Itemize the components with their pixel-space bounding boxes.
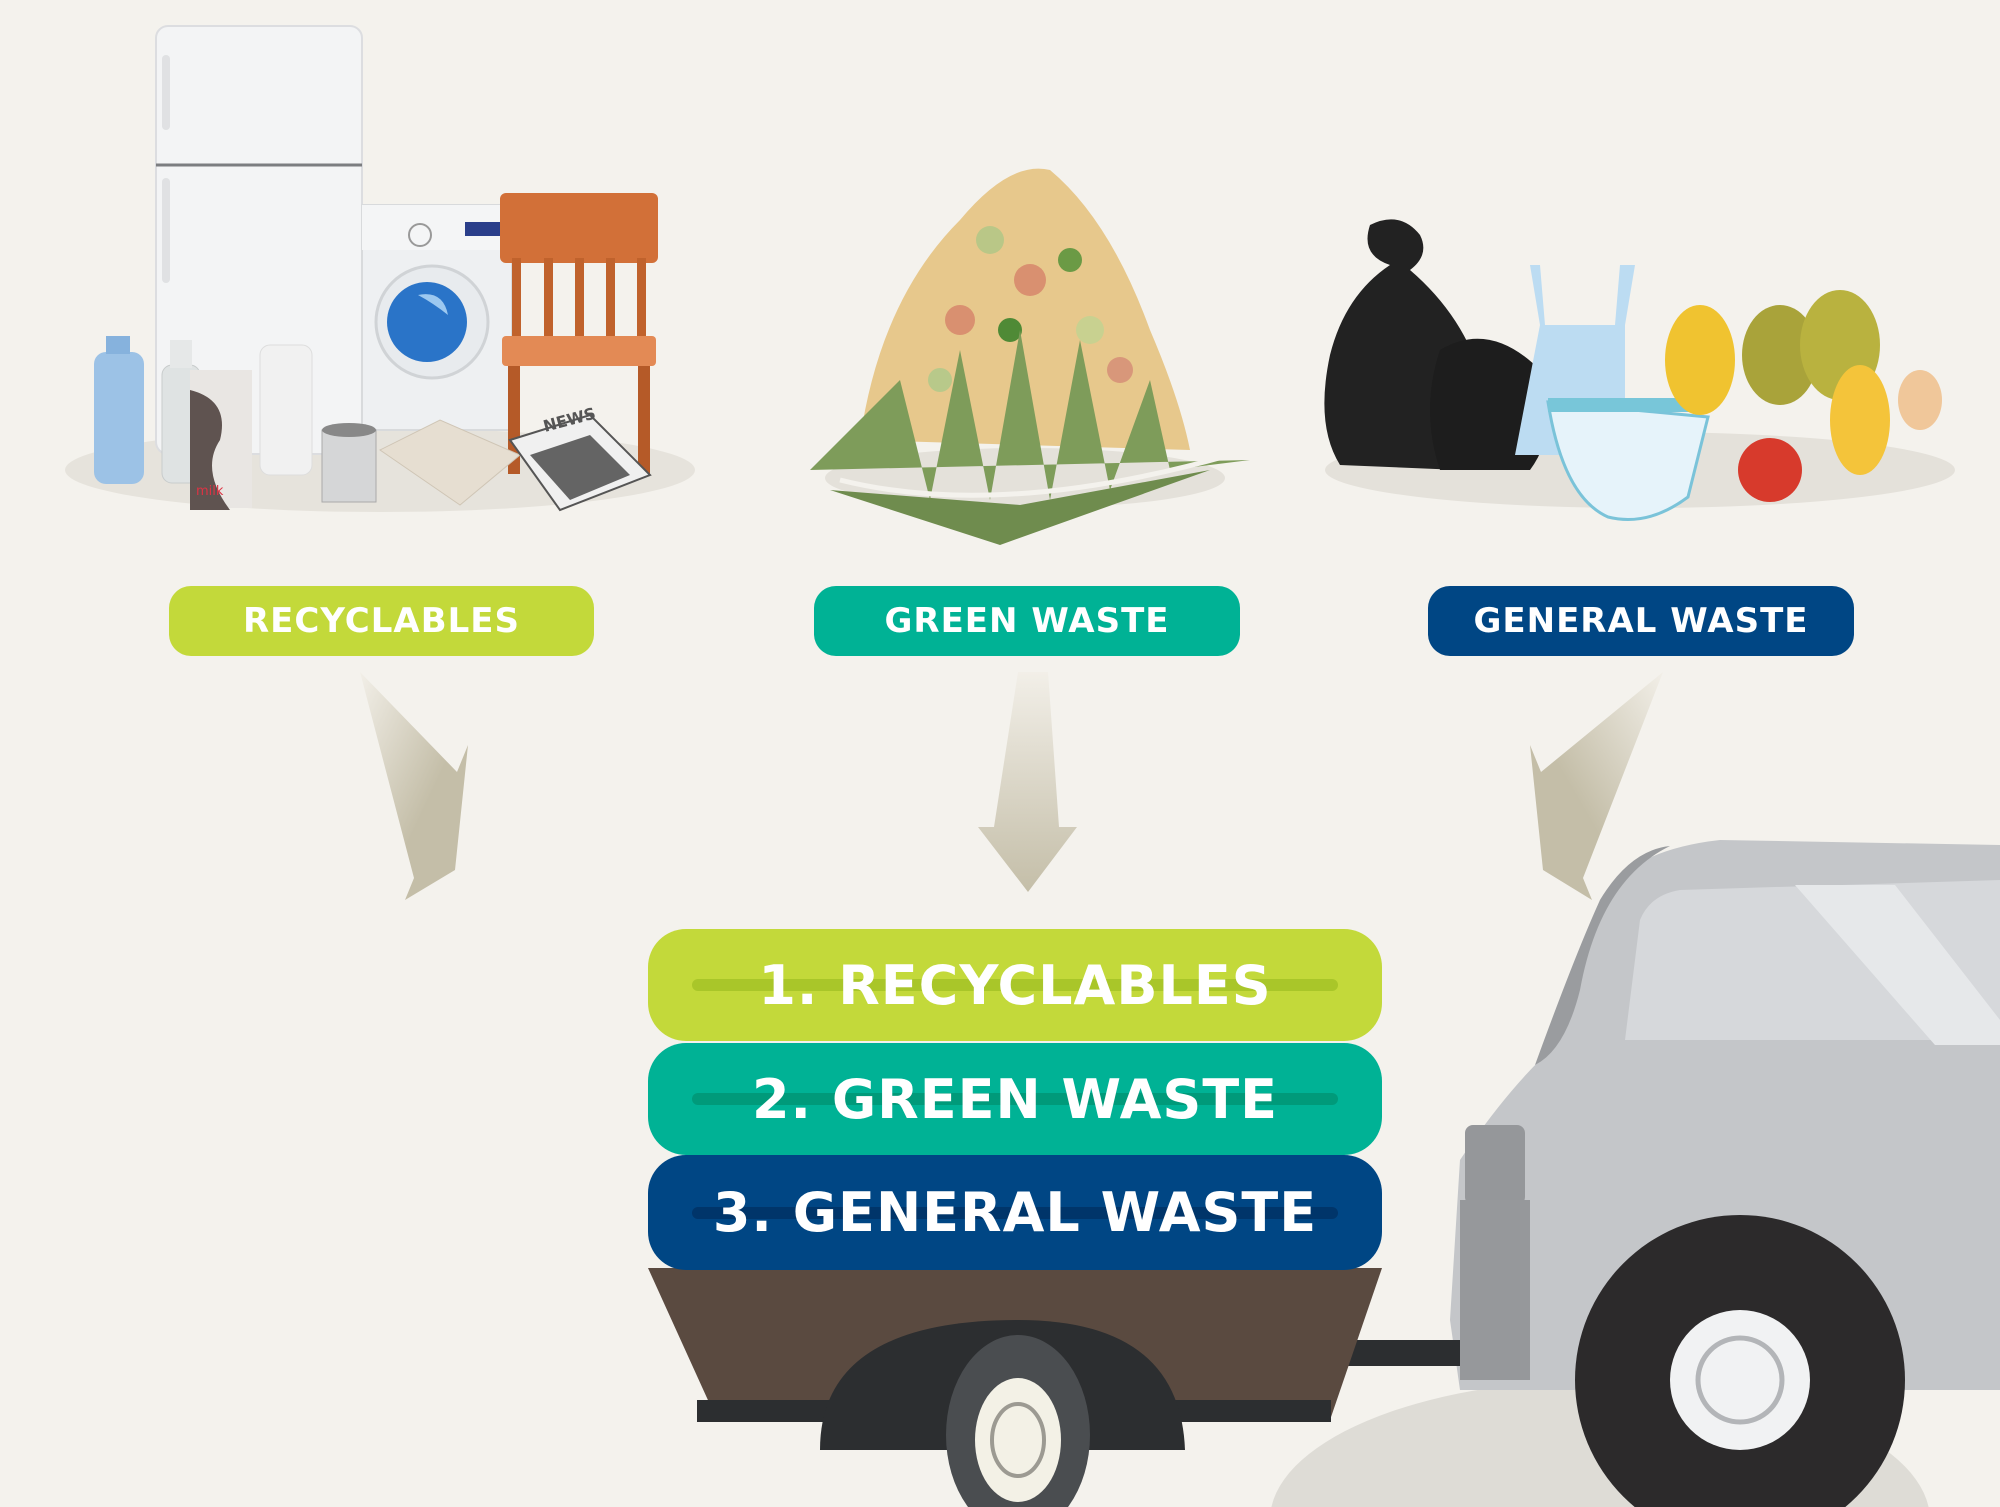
- load-order-item-1: 1. RECYCLABLES: [648, 929, 1382, 1041]
- stripe-line: [692, 1206, 1338, 1219]
- stripe-line: [692, 1093, 1338, 1105]
- tin-can-icon: [321, 423, 377, 503]
- diaper-icon: [1546, 398, 1710, 521]
- arrow-right-icon: [1530, 672, 1663, 900]
- svg-text:milk: milk: [196, 484, 224, 499]
- newspaper-icon: NEWS: [508, 404, 652, 512]
- plastic-water-bottle-icon: [94, 336, 144, 484]
- arrow-left-icon: [360, 672, 468, 900]
- refrigerator-icon: [155, 25, 363, 455]
- milk-carton-icon: milk: [190, 370, 252, 510]
- green-waste-label: GREEN WASTE: [814, 586, 1240, 656]
- recyclables-label-text: RECYCLABLES: [243, 601, 520, 641]
- green-waste-label-text: GREEN WASTE: [884, 601, 1170, 641]
- leaf-pile-icon: [860, 168, 1190, 451]
- general-waste-label: GENERAL WASTE: [1428, 586, 1854, 656]
- load-order-item-3: 3. GENERAL WASTE: [648, 1155, 1382, 1270]
- general-waste-label-text: GENERAL WASTE: [1473, 601, 1809, 641]
- stripe-line: [692, 979, 1338, 991]
- load-order-label-3: 3. GENERAL WASTE: [712, 1181, 1318, 1244]
- load-order-label-2: 2. GREEN WASTE: [751, 1067, 1279, 1131]
- load-order-label-1: 1. RECYCLABLES: [758, 953, 1272, 1017]
- arrow-center-icon: [978, 672, 1077, 892]
- load-order-item-2: 2. GREEN WASTE: [648, 1043, 1382, 1155]
- food-scraps-icon: [1665, 290, 1942, 502]
- plastic-jug-icon: [259, 344, 313, 476]
- wooden-chair-icon: [500, 193, 658, 474]
- grass-clippings-icon: [810, 330, 1250, 545]
- recyclables-label: RECYCLABLES: [169, 586, 594, 656]
